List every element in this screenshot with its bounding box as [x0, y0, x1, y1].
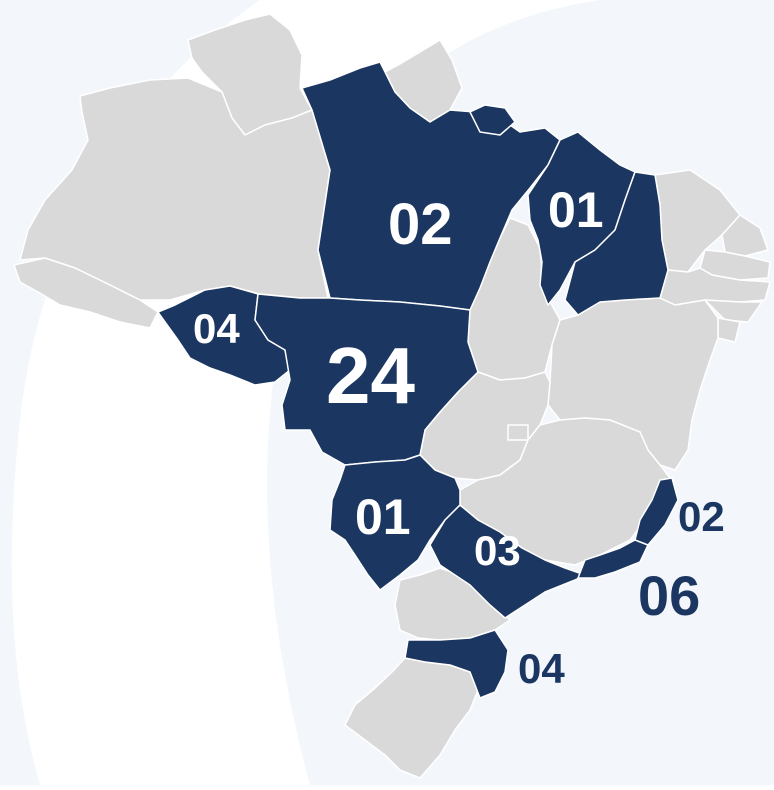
- state-parana: [394, 567, 511, 641]
- label-rio-de-janeiro: 06: [638, 564, 701, 627]
- state-alagoas: [704, 299, 763, 323]
- state-acre: [13, 257, 159, 329]
- state-rio-de-janeiro: [577, 539, 649, 579]
- state-para-island: [469, 104, 516, 136]
- label-maranhao-piaui: 01: [548, 182, 604, 238]
- state-sao-paulo: [429, 504, 586, 619]
- state-espirito-santo: [634, 477, 679, 546]
- label-santa-catarina: 04: [518, 645, 565, 692]
- state-santa-catarina: [404, 629, 509, 699]
- label-mato-grosso-sul: 01: [355, 489, 411, 545]
- state-mato-grosso-sul: [329, 454, 461, 591]
- label-sao-paulo: 03: [474, 527, 521, 574]
- state-piaui: [564, 171, 669, 316]
- label-espirito-santo: 02: [678, 493, 725, 540]
- states-highlighted: [157, 61, 679, 699]
- state-maranhao: [527, 131, 636, 306]
- label-mato-grosso: 24: [326, 331, 415, 420]
- label-para: 02: [388, 192, 453, 257]
- state-df: [507, 424, 529, 441]
- label-rondonia: 04: [193, 305, 240, 352]
